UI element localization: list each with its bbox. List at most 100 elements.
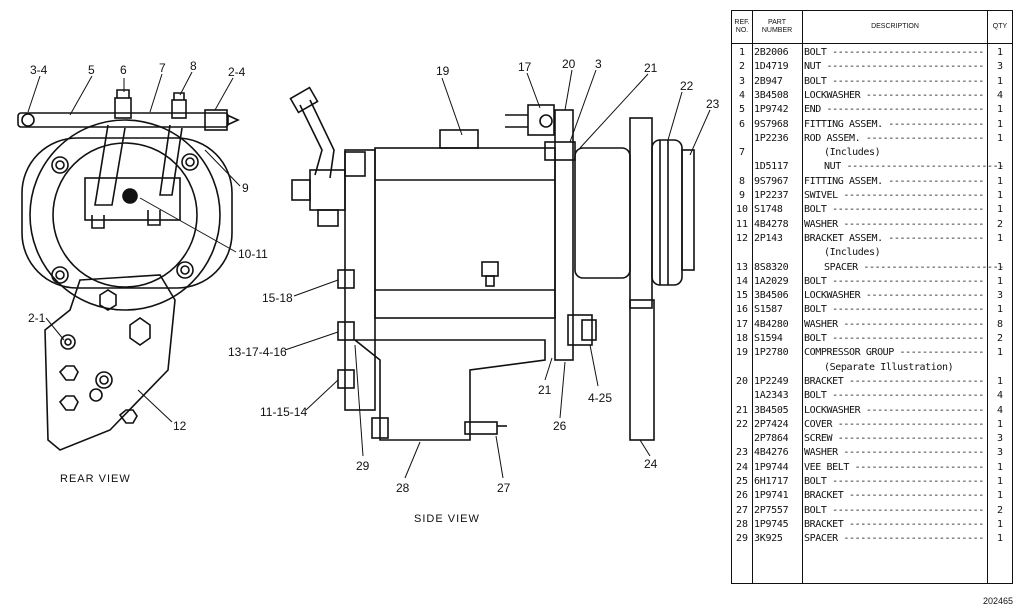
side-view-drawing <box>289 86 695 441</box>
qty-cell: 2 <box>996 218 1004 230</box>
ref-cell: 26 <box>735 490 749 502</box>
part-number-cell: 1A2343 <box>754 390 789 402</box>
part-number-cell: 9S7968 <box>754 118 789 130</box>
callout-labels: 3-4 5 6 7 8 2-4 9 10-11 2-1 12 19 17 20 … <box>28 57 720 495</box>
part-number-cell: 3B4505 <box>754 404 789 416</box>
column-divider <box>987 11 988 583</box>
ref-cell: 25 <box>735 476 749 487</box>
part-number-cell: 1P9744 <box>754 461 789 473</box>
description-cell: COVER ----------------------------------… <box>804 418 984 430</box>
qty-cell: 1 <box>996 418 1004 430</box>
ref-cell: 18 <box>735 333 749 344</box>
description-cell: SPACER ---------------------------------… <box>804 533 984 545</box>
description-cell: WASHER ---------------------------------… <box>804 318 984 330</box>
qty-cell: 1 <box>996 461 1004 473</box>
part-number-cell: 1P2236 <box>754 132 789 144</box>
description-cell: ROD ASSEM. -----------------------------… <box>804 132 984 144</box>
figure-number: 202465 <box>982 596 1013 606</box>
description-cell: BRACKET --------------------------------… <box>804 518 984 530</box>
qty-cell: 1 <box>996 518 1004 530</box>
part-number-cell: 1P2237 <box>754 190 789 201</box>
ref-cell: 3 <box>738 75 746 87</box>
qty-cell: 1 <box>996 190 1004 201</box>
part-number-cell: 2B947 <box>754 75 783 87</box>
description-cell: (Includes) <box>824 147 881 159</box>
ref-cell: 6 <box>738 118 746 130</box>
diagram-canvas: 3-4 5 6 7 8 2-4 9 10-11 2-1 12 19 17 20 … <box>17 57 720 525</box>
rear-view-drawing <box>17 89 240 451</box>
column-divider <box>802 11 803 583</box>
header-divider <box>732 43 1012 44</box>
callout-8: 8 <box>190 59 197 73</box>
table-row: (Separate Illustration) <box>732 361 1012 375</box>
callout-26: 26 <box>553 419 567 433</box>
callout-24: 24 <box>644 457 658 471</box>
description-cell: (Includes) <box>824 247 881 259</box>
part-number-cell: 9S7967 <box>754 175 789 187</box>
description-cell: BOLT -----------------------------------… <box>804 304 984 316</box>
description-cell: SCREW ----------------------------------… <box>804 433 984 445</box>
part-number-cell: 2P143 <box>754 232 783 244</box>
part-number-cell: 1P2780 <box>754 347 789 359</box>
description-cell: WASHER ---------------------------------… <box>804 218 984 230</box>
ref-cell: 14 <box>735 275 749 287</box>
qty-cell: 8 <box>996 318 1004 330</box>
callout-5: 5 <box>88 63 95 77</box>
description-cell: BOLT -----------------------------------… <box>804 275 984 287</box>
callout-29: 29 <box>356 459 370 473</box>
column-divider <box>752 11 753 583</box>
description-cell: LOCKWASHER -----------------------------… <box>804 89 984 101</box>
header-description: DESCRIPTION <box>871 23 919 30</box>
ref-cell: 19 <box>735 347 749 359</box>
description-cell: BOLT -----------------------------------… <box>804 47 984 58</box>
header-ref-no: REF. NO. <box>734 19 750 34</box>
description-cell: LOCKWASHER -----------------------------… <box>804 404 984 416</box>
qty-cell: 1 <box>996 47 1004 58</box>
part-number-cell: S1748 <box>754 204 783 216</box>
description-cell: NUT ------------------------------------… <box>804 61 984 73</box>
part-number-cell: 1P2249 <box>754 375 789 387</box>
part-number-cell: 4B4280 <box>754 318 789 330</box>
qty-cell: 1 <box>996 275 1004 287</box>
description-cell: COMPRESSOR GROUP -----------------------… <box>804 347 984 359</box>
part-number-cell: 1P9745 <box>754 518 789 530</box>
callout-27: 27 <box>497 481 511 495</box>
callout-6: 6 <box>120 63 127 77</box>
description-cell: FITTING ASSEM. -------------------------… <box>804 175 984 187</box>
callout-21-bottom: 21 <box>538 383 552 397</box>
table-row: 19 1P2780 COMPRESSOR GROUP ---------------… <box>732 346 1012 360</box>
qty-cell: 4 <box>996 390 1004 402</box>
callout-15-18: 15-18 <box>262 291 293 305</box>
qty-cell: 1 <box>996 132 1004 144</box>
description-cell: NUT ------------------------------------… <box>824 161 1004 173</box>
description-cell: BOLT -----------------------------------… <box>804 75 984 87</box>
side-view-caption: SIDE VIEW <box>414 513 480 525</box>
table-row: 1P2236 ROD ASSEM. -----------------------… <box>732 132 1012 146</box>
description-cell: BRACKET --------------------------------… <box>804 490 984 502</box>
part-number-cell: 2B2006 <box>754 47 789 58</box>
callout-9: 9 <box>242 181 249 195</box>
callout-28: 28 <box>396 481 410 495</box>
callout-3: 3 <box>595 57 602 71</box>
description-cell: VEE BELT -------------------------------… <box>804 461 984 473</box>
table-row: (Includes) <box>732 246 1012 260</box>
qty-cell: 1 <box>996 104 1004 116</box>
part-number-cell: 8S8320 <box>754 261 789 273</box>
ref-cell: 10 <box>735 204 749 216</box>
qty-cell: 1 <box>996 490 1004 502</box>
ref-cell: 15 <box>735 290 749 302</box>
table-row: 1 2B2006 BOLT ----------------------------… <box>732 46 1012 60</box>
header-part-number: PART NUMBER <box>761 19 793 34</box>
